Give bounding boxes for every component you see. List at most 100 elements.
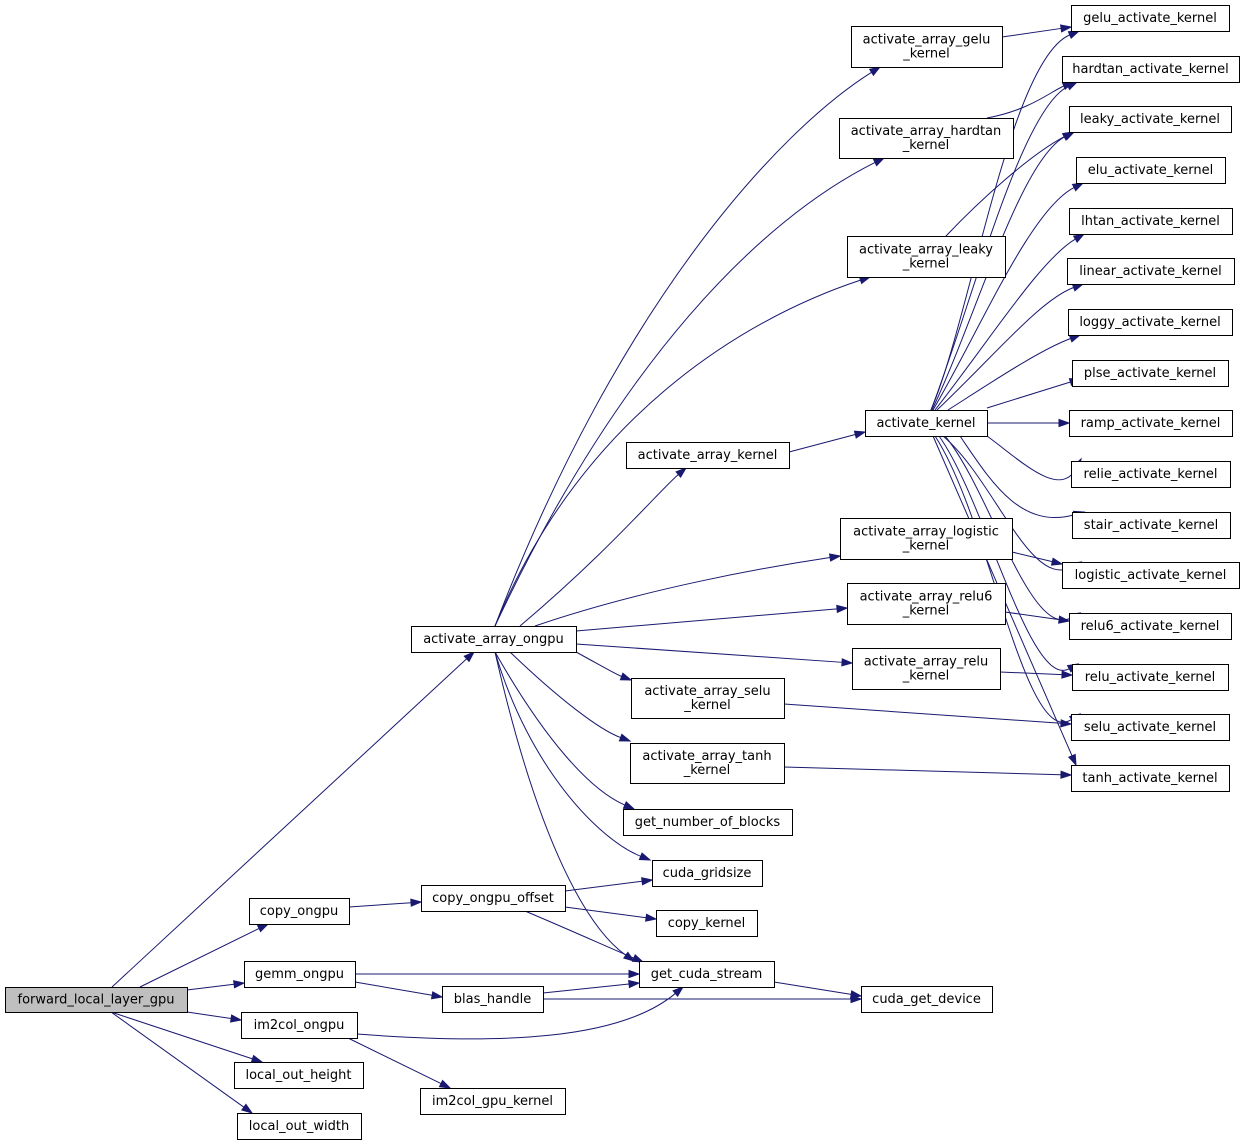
node-box <box>1071 461 1231 488</box>
edge-line <box>186 1011 232 1020</box>
node-label: activate_array_tanh <box>642 749 771 764</box>
arrowhead <box>872 157 886 167</box>
node-activate_array_logistic_kernel[interactable]: activate_array_logistic_kernel <box>840 518 1013 560</box>
edge-line <box>1004 611 1060 621</box>
node-selu_activate_kernel[interactable]: selu_activate_kernel <box>1071 714 1230 741</box>
node-linear_activate_kernel[interactable]: linear_activate_kernel <box>1067 258 1235 285</box>
node-plse_activate_kernel[interactable]: plse_activate_kernel <box>1072 360 1229 387</box>
node-activate_array_hardtan_kernel[interactable]: activate_array_hardtan_kernel <box>839 118 1014 159</box>
node-loggy_activate_kernel[interactable]: loggy_activate_kernel <box>1068 309 1233 336</box>
arrowhead <box>233 980 246 989</box>
node-box <box>839 118 1014 159</box>
node-lhtan_activate_kernel[interactable]: lhtan_activate_kernel <box>1069 208 1233 235</box>
edge-line <box>494 651 626 806</box>
arrowhead <box>868 66 882 77</box>
node-activate_array_relu6_kernel[interactable]: activate_array_relu6_kernel <box>847 583 1006 625</box>
edge-gemm_ongpu-to-blas_handle <box>354 981 444 1000</box>
edge-line <box>494 651 641 857</box>
node-logistic_activate_kernel[interactable]: logistic_activate_kernel <box>1062 562 1240 589</box>
node-label: activate_array_hardtan <box>851 124 1002 139</box>
node-elu_activate_kernel[interactable]: elu_activate_kernel <box>1076 157 1226 184</box>
node-cuda_gridsize[interactable]: cuda_gridsize <box>652 860 763 887</box>
edges-layer <box>110 24 1086 1114</box>
edge-blas_handle-to-get_cuda_stream <box>542 979 641 994</box>
arrowhead <box>430 991 444 1000</box>
node-activate_array_tanh_kernel[interactable]: activate_array_tanh_kernel <box>630 743 785 784</box>
node-activate_array_leaky_kernel[interactable]: activate_array_leaky_kernel <box>847 236 1006 278</box>
node-activate_array_gelu_kernel[interactable]: activate_array_gelu_kernel <box>851 26 1003 68</box>
arrowhead <box>1061 670 1074 679</box>
node-label: gelu_activate_kernel <box>1083 11 1217 26</box>
edge-line <box>494 71 872 627</box>
edge-forward_local_layer_gpu-to-gemm_ongpu <box>186 980 246 991</box>
node-relu_activate_kernel[interactable]: relu_activate_kernel <box>1072 664 1229 691</box>
node-cuda_get_device[interactable]: cuda_get_device <box>861 986 993 1013</box>
edge-activate_array_ongpu-to-activate_array_logistic_kernel <box>534 553 842 627</box>
node-label: get_number_of_blocks <box>635 815 781 830</box>
node-im2col_gpu_kernel[interactable]: im2col_gpu_kernel <box>420 1088 566 1115</box>
arrowhead <box>410 898 423 907</box>
node-relie_activate_kernel[interactable]: relie_activate_kernel <box>1071 461 1231 488</box>
node-activate_kernel[interactable]: activate_kernel <box>865 410 988 437</box>
node-im2col_ongpu[interactable]: im2col_ongpu <box>241 1012 358 1039</box>
node-box <box>630 743 785 784</box>
arrowhead <box>241 1103 254 1114</box>
node-blas_handle[interactable]: blas_handle <box>442 986 544 1013</box>
node-label: _kernel <box>902 539 950 554</box>
node-hardtan_activate_kernel[interactable]: hardtan_activate_kernel <box>1062 56 1240 83</box>
node-copy_ongpu_offset[interactable]: copy_ongpu_offset <box>421 885 566 912</box>
node-gelu_activate_kernel[interactable]: gelu_activate_kernel <box>1071 5 1230 32</box>
arrowhead <box>622 951 636 962</box>
edge-line <box>930 34 1070 411</box>
edge-activate_kernel-to-ramp_activate_kernel <box>987 418 1071 428</box>
node-box <box>1069 208 1233 235</box>
edge-activate_kernel-to-relie_activate_kernel <box>986 435 1082 481</box>
node-label: _kernel <box>902 604 950 619</box>
node-stair_activate_kernel[interactable]: stair_activate_kernel <box>1072 512 1231 539</box>
edge-line <box>986 435 1077 481</box>
node-activate_array_kernel[interactable]: activate_array_kernel <box>626 442 790 469</box>
node-tanh_activate_kernel[interactable]: tanh_activate_kernel <box>1071 765 1230 792</box>
edge-line <box>575 651 622 677</box>
arrowhead <box>438 1079 452 1089</box>
node-box <box>1071 5 1230 32</box>
arrowhead <box>841 658 854 667</box>
node-copy_kernel[interactable]: copy_kernel <box>656 910 758 937</box>
node-label: stair_activate_kernel <box>1084 518 1218 533</box>
node-activate_array_relu_kernel[interactable]: activate_array_relu_kernel <box>852 648 1001 690</box>
arrowhead <box>1062 131 1076 141</box>
arrowhead <box>641 877 654 886</box>
node-get_cuda_stream[interactable]: get_cuda_stream <box>639 961 775 988</box>
arrowhead <box>672 986 685 997</box>
node-label: hardtan_activate_kernel <box>1072 62 1228 77</box>
node-get_number_of_blocks[interactable]: get_number_of_blocks <box>623 809 793 836</box>
node-activate_array_ongpu[interactable]: activate_array_ongpu <box>411 626 577 653</box>
edge-line <box>773 981 852 995</box>
node-label: cuda_get_device <box>872 992 981 1007</box>
node-relu6_activate_kernel[interactable]: relu6_activate_kernel <box>1069 613 1232 640</box>
node-label: local_out_width <box>249 1119 349 1134</box>
node-label: selu_activate_kernel <box>1084 720 1216 735</box>
node-label: activate_kernel <box>876 416 975 431</box>
edge-line <box>934 435 1072 723</box>
edge-line <box>534 556 831 627</box>
node-local_out_height[interactable]: local_out_height <box>234 1062 364 1089</box>
node-activate_array_selu_kernel[interactable]: activate_array_selu_kernel <box>631 678 785 719</box>
edge-activate_array_ongpu-to-cuda_gridsize <box>494 651 652 861</box>
node-local_out_width[interactable]: local_out_width <box>237 1113 362 1140</box>
node-box <box>241 1012 358 1039</box>
node-forward_local_layer_gpu[interactable]: forward_local_layer_gpu <box>5 987 188 1013</box>
arrowhead <box>1065 81 1079 91</box>
node-copy_ongpu[interactable]: copy_ongpu <box>249 898 350 925</box>
arrowhead <box>631 954 645 963</box>
node-box <box>421 885 566 912</box>
arrowhead <box>1068 334 1082 343</box>
node-box <box>1072 512 1231 539</box>
node-gemm_ongpu[interactable]: gemm_ongpu <box>244 961 356 988</box>
node-ramp_activate_kernel[interactable]: ramp_activate_kernel <box>1069 410 1233 437</box>
edge-activate_array_ongpu-to-get_number_of_blocks <box>494 651 636 810</box>
edge-activate_kernel-to-lhtan_activate_kernel <box>934 233 1086 411</box>
node-leaky_activate_kernel[interactable]: leaky_activate_kernel <box>1069 106 1232 133</box>
edge-im2col_ongpu-to-get_cuda_stream <box>356 986 685 1040</box>
